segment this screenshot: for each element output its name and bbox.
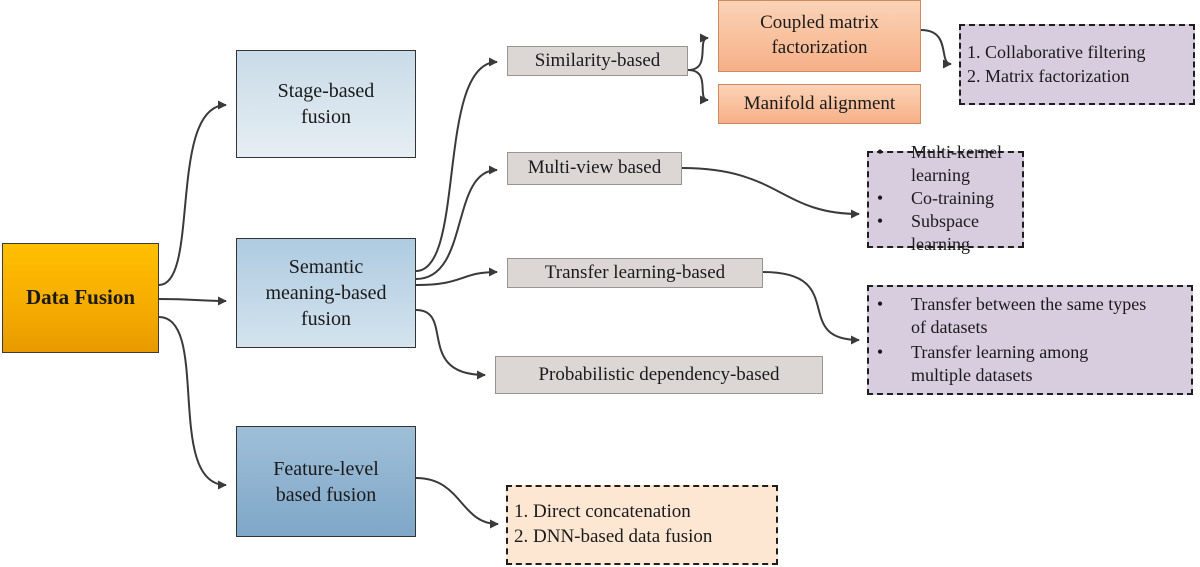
node-stage-based-fusion: Stage-based fusion: [236, 50, 416, 158]
list-item: •Co-training: [869, 187, 1022, 210]
bullet-icon: •: [876, 187, 884, 208]
multiview-label: Multi-view based: [527, 157, 662, 179]
probabilistic-label: Probabilistic dependency-based: [538, 363, 780, 385]
edge-multiview-to-note: [681, 167, 860, 219]
edge-semantic-to-probabilistic: [415, 309, 486, 380]
note-feature-examples: 1. Direct concatenation 2. DNN-based dat…: [506, 485, 778, 565]
node-multi-view-based: Multi-view based: [507, 152, 682, 185]
cmf-label-line1: Coupled matrix: [760, 12, 879, 34]
list-item: •Multi-kernel learning: [876, 141, 1002, 185]
manifold-label: Manifold alignment: [743, 92, 896, 114]
note-item: 2. Matrix factorization: [967, 65, 1130, 86]
bullet-icon: •: [876, 342, 884, 362]
edge-similarity-to-cmf: [687, 33, 709, 71]
bullet-icon: •: [876, 211, 884, 232]
node-semantic-meaning-based-fusion: Semantic meaning-based fusion: [236, 238, 416, 348]
cmf-label-line2: factorization: [771, 37, 868, 58]
note-item: 1. Direct concatenation: [514, 501, 691, 523]
node-similarity-based: Similarity-based: [507, 46, 688, 76]
edge-root-to-feature: [158, 316, 227, 490]
edge-root-to-stage: [158, 100, 227, 286]
semantic-label-line1: Semantic: [288, 256, 364, 278]
node-transfer-learning-based: Transfer learning-based: [507, 258, 763, 288]
note-item: 2. DNN-based data fusion: [514, 526, 713, 547]
note-multiview-examples: •Multi-kernel learning •Co-training •Sub…: [867, 142, 1024, 254]
note-transfer-examples: • Transfer between the same types of dat…: [867, 285, 1193, 395]
edge-transfer-to-note: [762, 271, 860, 345]
note-cmf-examples: 1. Collaborative filtering 2. Matrix fac…: [959, 24, 1195, 105]
bullet-icon: •: [876, 293, 884, 314]
list-item: • Transfer learning among multiple datas…: [876, 342, 1089, 386]
edge-semantic-to-similarity: [415, 57, 498, 272]
semantic-label-line2: meaning-based: [265, 282, 387, 304]
transfer-label: Transfer learning-based: [544, 261, 726, 283]
edge-semantic-to-multiview: [415, 165, 498, 280]
stage-label-line2: fusion: [300, 106, 351, 128]
node-manifold-alignment: Manifold alignment: [718, 84, 921, 124]
root-label: Data Fusion: [25, 285, 136, 310]
edge-root-to-semantic: [158, 296, 227, 306]
feature-label-line2: based fusion: [275, 483, 377, 506]
edge-similarity-to-manifold: [687, 69, 709, 105]
node-probabilistic-dependency-based: Probabilistic dependency-based: [495, 356, 823, 394]
stage-label-line1: Stage-based: [277, 80, 375, 102]
edge-cmf-to-note: [920, 29, 952, 69]
node-feature-level-fusion: Feature-level based fusion: [236, 426, 416, 537]
feature-label-line1: Feature-level: [273, 457, 379, 480]
semantic-label-line3: fusion: [300, 308, 351, 330]
node-coupled-matrix-factorization: Coupled matrix factorization: [718, 0, 921, 72]
similarity-label: Similarity-based: [534, 49, 661, 71]
root-node-data-fusion: Data Fusion: [2, 243, 159, 353]
list-item: • Transfer between the same types of dat…: [876, 293, 1147, 337]
bullet-icon: •: [876, 141, 884, 162]
edge-feature-to-note: [415, 477, 499, 529]
note-item: 1. Collaborative filtering: [967, 42, 1146, 63]
edge-semantic-to-transfer: [415, 267, 498, 286]
list-item: •Subspace learning: [876, 211, 979, 255]
